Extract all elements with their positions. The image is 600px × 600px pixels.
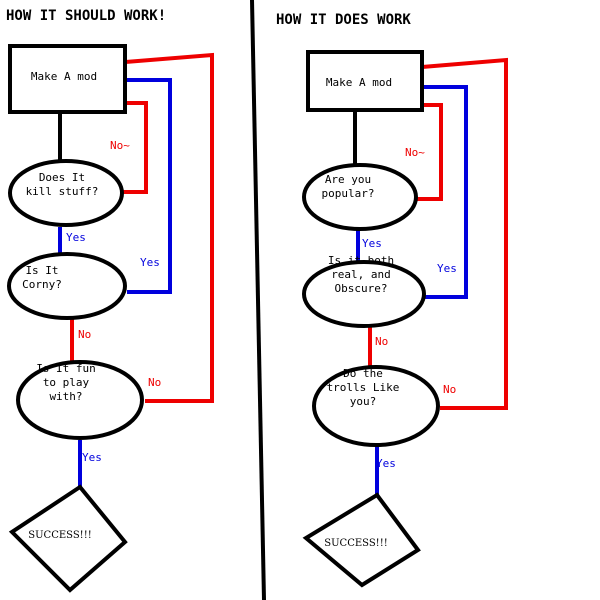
node-text-line: SUCCESS!!! (28, 530, 91, 541)
node-text-line: you? (350, 395, 377, 408)
left-label-q2-no: No (78, 328, 91, 341)
right-title: HOW IT DOES WORK (276, 12, 411, 28)
left-label-q2-yes: Yes (140, 256, 160, 269)
node-text-line: trolls Like (327, 381, 400, 394)
right-end-text: SUCCESS!!! (324, 538, 387, 549)
right-label-q3-yes: Yes (376, 457, 396, 470)
right-end-diamond (302, 492, 421, 588)
left-start-box (8, 44, 127, 114)
right-no-q1-loop (416, 103, 443, 201)
node-text-line: SUCCESS!!! (324, 538, 387, 549)
left-q2-ellipse (7, 252, 127, 320)
right-yes-q2-loop (422, 85, 468, 299)
left-start-text: Make A mod (31, 70, 97, 83)
left-label-q1-no: No~ (110, 139, 130, 152)
node-text-line: Do the (343, 367, 383, 380)
right-q2-ellipse (302, 260, 426, 328)
right-q3-ellipse (312, 365, 440, 447)
left-end-text: SUCCESS!!! (28, 530, 91, 541)
left-q3-ellipse (16, 360, 144, 440)
right-label-q2-no: No (375, 335, 388, 348)
left-yes-q2-loop (125, 78, 172, 294)
left-title: HOW IT SHOULD WORK! (6, 8, 166, 24)
node-text-line: to play (43, 376, 90, 389)
left-q1-ellipse (8, 159, 124, 227)
right-label-q1-no: No~ (405, 146, 425, 159)
node-text-line: real, and (331, 268, 391, 281)
node-text-line: Make A mod (326, 76, 392, 89)
left-end-diamond (8, 484, 128, 593)
node-text-line: Obscure? (335, 282, 388, 295)
right-no-q3-loop (421, 57, 508, 410)
left-label-q3-no: No (148, 376, 161, 389)
right-q1-ellipse (302, 163, 418, 231)
right-label-q2-yes: Yes (437, 262, 457, 275)
node-text-line: popular? (322, 187, 375, 200)
left-no-q3-loop (124, 52, 214, 403)
node-text-line: Is It (25, 264, 58, 277)
node-text-line: Is It fun (36, 362, 96, 375)
node-text-line: Does It (39, 171, 85, 184)
left-no-q1-loop (123, 101, 148, 194)
left-label-q3-yes: Yes (82, 451, 102, 464)
left-label-q1-yes: Yes (66, 231, 86, 244)
panel-divider (250, 0, 266, 600)
node-text-line: kill stuff? (26, 185, 99, 198)
node-text-line: with? (49, 390, 82, 403)
right-start-box (306, 50, 424, 112)
right-label-q3-no: No (443, 383, 456, 396)
node-text-line: Corny? (22, 278, 62, 291)
node-text-line: Make A mod (31, 70, 97, 83)
node-text-line: Are you (325, 173, 371, 186)
right-start-text: Make A mod (326, 76, 392, 89)
node-text-line: Is it both (328, 254, 394, 267)
right-label-q1-yes: Yes (362, 237, 382, 250)
